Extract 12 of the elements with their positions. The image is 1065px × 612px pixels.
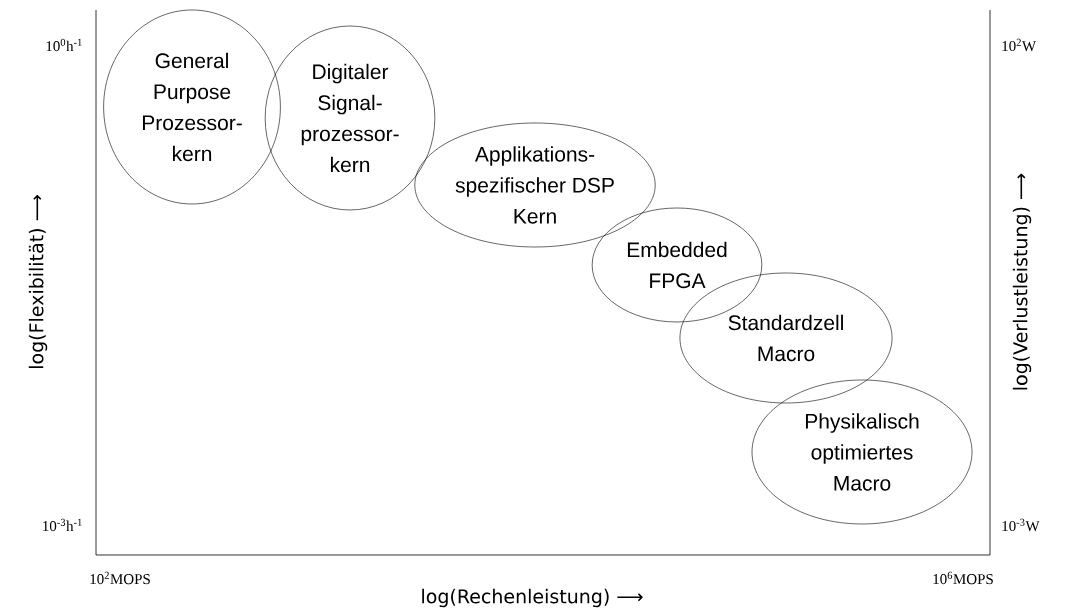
axis-title: log(Verlustleistung) ⟶ [1012,173,1032,390]
ellipse-node: General Purpose Prozessor-kern [103,9,281,205]
tick-label: 10$^{0}$h$^{-1}$ [46,38,82,52]
axis-title: log(Flexibilität) ⟶ [28,195,48,368]
ellipse-node: Digitaler Signal-prozessor-kern [264,25,436,211]
tick-label: 10$^{2}$MOPS [90,571,150,585]
tick-label: 10$^{2}$W [1002,38,1037,52]
tick-label: 10$^{-3}$W [1002,518,1040,532]
tick-label: 10$^{-3}$h$^{-1}$ [43,518,82,532]
axis-title: log(Rechenleistung) ⟶ [422,588,643,608]
ellipse-node: Physikalisch optimiertes Macro [751,379,973,525]
tick-label: 10$^{6}$MOPS [933,571,993,585]
